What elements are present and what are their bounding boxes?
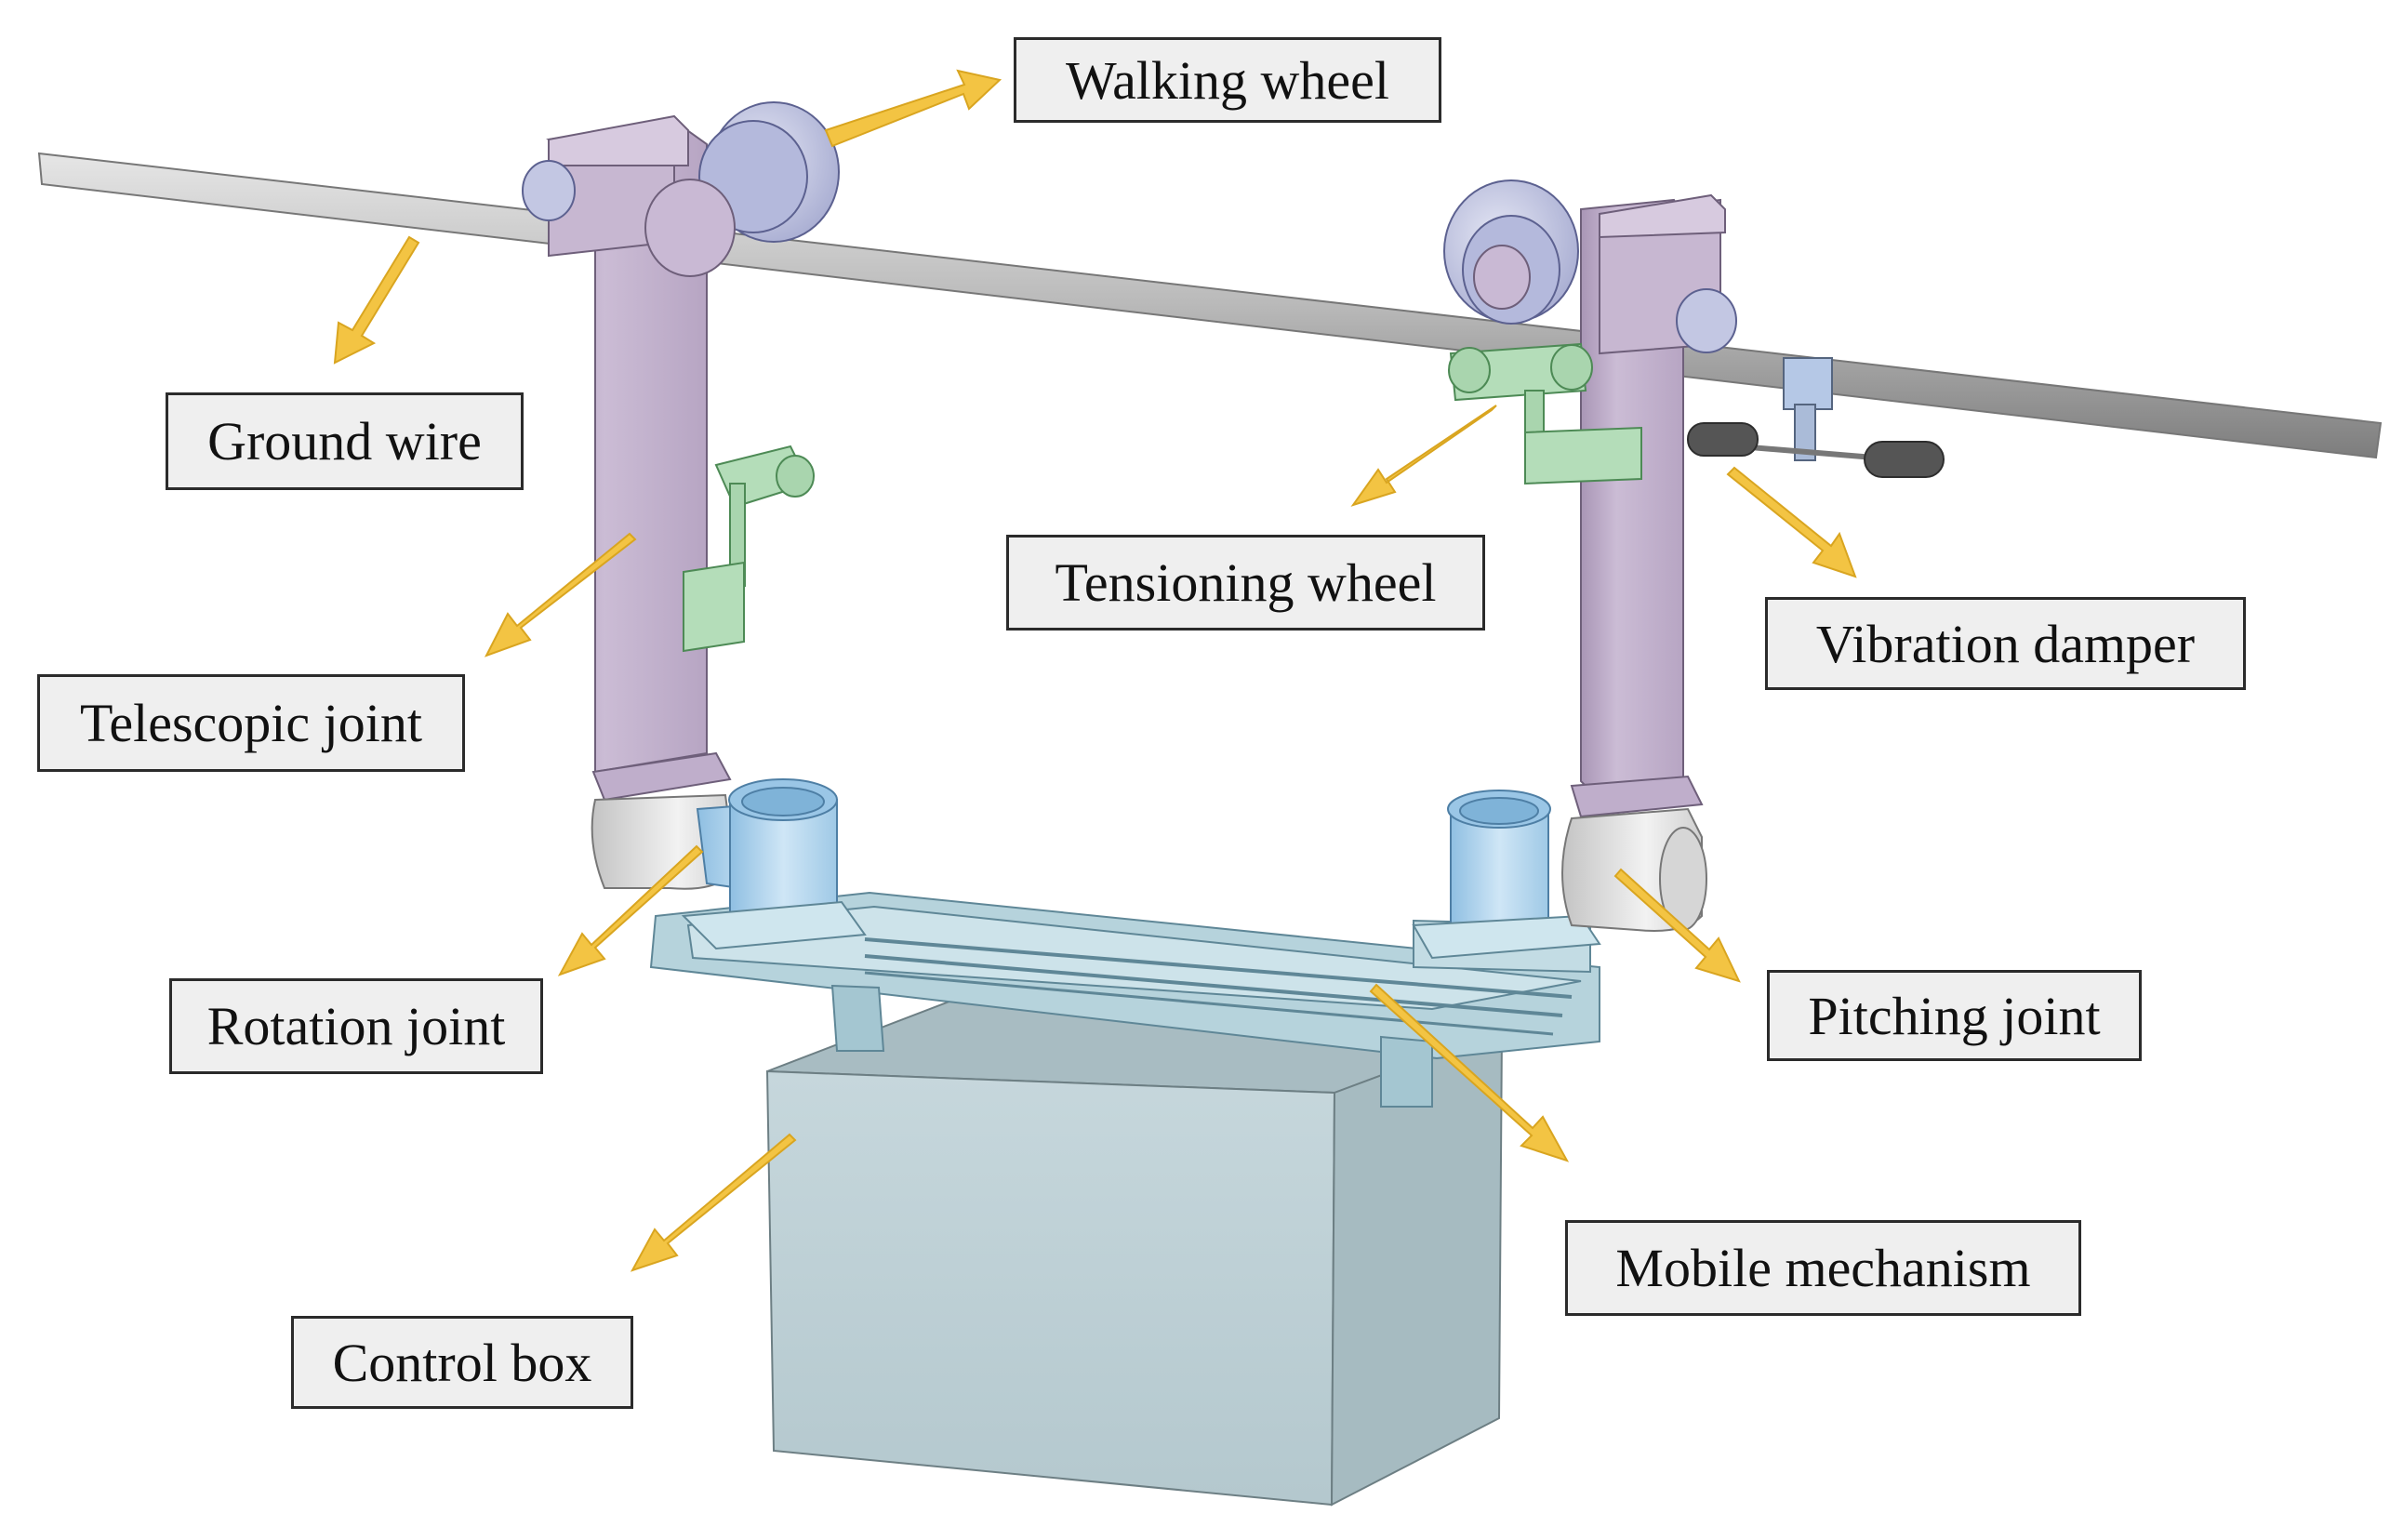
arrow-telescopic-joint bbox=[484, 532, 637, 657]
label-walking-wheel: Walking wheel bbox=[1014, 37, 1441, 123]
arrow-rotation-joint bbox=[557, 844, 704, 976]
label-control-box: Control box bbox=[291, 1316, 633, 1409]
mobile-mechanism-rails bbox=[649, 891, 1600, 1108]
label-tensioning-wheel: Tensioning wheel bbox=[1006, 535, 1485, 631]
right-rotation-joint bbox=[1412, 790, 1601, 960]
right-walking-wheel bbox=[1443, 179, 1737, 353]
label-vibration-damper: Vibration damper bbox=[1765, 597, 2246, 690]
label-rotation-joint: Rotation joint bbox=[169, 978, 543, 1074]
arrow-walking-wheel bbox=[824, 69, 1002, 148]
label-telescopic-joint: Telescopic joint bbox=[37, 674, 465, 772]
left-walking-wheel bbox=[522, 101, 840, 277]
left-telescopic-arm bbox=[546, 114, 732, 802]
left-rotation-joint bbox=[681, 778, 867, 950]
right-pitching-joint bbox=[1561, 807, 1707, 932]
arrows bbox=[333, 69, 1857, 1272]
vibration-damper bbox=[1687, 357, 1945, 478]
control-box-body bbox=[765, 984, 1504, 1507]
arrow-pitching-joint bbox=[1613, 868, 1741, 983]
right-tensioning-wheel bbox=[1448, 342, 1642, 485]
arrow-ground-wire bbox=[333, 235, 420, 365]
arrow-mobile-mechanism bbox=[1369, 983, 1570, 1162]
left-tensioning-wheel bbox=[683, 445, 815, 653]
right-telescopic-arm bbox=[1570, 193, 1726, 818]
label-ground-wire: Ground wire bbox=[166, 392, 524, 490]
label-mobile-mechanism: Mobile mechanism bbox=[1565, 1220, 2081, 1316]
arrow-control-box bbox=[630, 1133, 797, 1272]
label-pitching-joint: Pitching joint bbox=[1767, 970, 2142, 1061]
arrow-tensioning-wheel bbox=[1350, 405, 1497, 507]
arrow-vibration-damper bbox=[1726, 466, 1857, 578]
